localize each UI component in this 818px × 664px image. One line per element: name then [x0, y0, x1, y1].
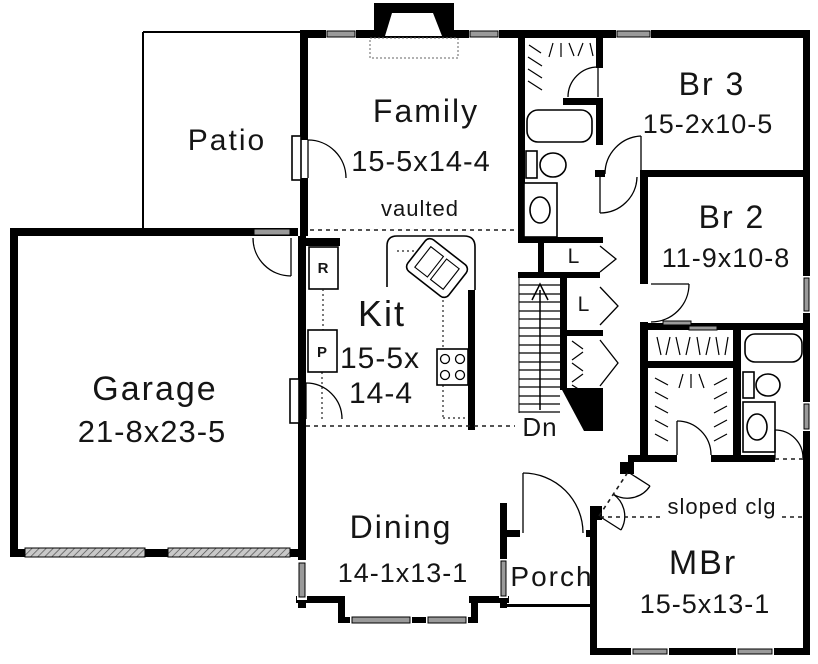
- window: [632, 648, 668, 655]
- window: [351, 616, 411, 624]
- pantry-label: P: [317, 344, 327, 361]
- patio-door: [291, 135, 347, 181]
- porch-label: Porch: [510, 561, 593, 592]
- walkin-closet-hatch: [654, 373, 728, 442]
- hall-closet-bifold-door: [599, 339, 619, 387]
- linen-closet-1-label: L: [568, 245, 581, 268]
- interior-walls: [300, 38, 810, 520]
- linen-closet-2-label: L: [578, 293, 591, 316]
- mbr-label: MBr: [669, 544, 737, 582]
- garage-door: [167, 547, 291, 558]
- patio-outline: [142, 31, 302, 229]
- pantry-box: [307, 329, 338, 373]
- hall-closet-hatch: [571, 340, 584, 391]
- windows: [253, 29, 811, 656]
- stairs: [518, 275, 560, 413]
- linen2-bifold-door: [599, 286, 619, 326]
- window: [616, 30, 651, 38]
- window: [803, 403, 810, 430]
- stairs-down-label: Dn: [522, 412, 557, 442]
- kitchen-counter: [386, 235, 476, 419]
- window: [737, 648, 773, 655]
- toilet: [539, 152, 567, 178]
- mbr-dims: 15-5x13-1: [640, 589, 771, 619]
- garage-kitchen-door: [289, 378, 343, 424]
- br2-closet-hatch: [656, 336, 729, 356]
- front-door: [522, 472, 584, 534]
- fireplace: [369, 3, 459, 59]
- mbr-note: sloped clg: [667, 494, 776, 519]
- br3-closet-door: [567, 66, 599, 98]
- refrigerator-box: [308, 246, 339, 420]
- br3-closet-hatch: [527, 42, 594, 91]
- toilet-tank: [742, 371, 755, 399]
- garage-label: Garage: [92, 370, 217, 408]
- br3-label: Br 3: [679, 66, 746, 102]
- walkin-closet-door: [676, 420, 712, 456]
- dining-dims: 14-1x13-1: [338, 558, 469, 588]
- family-dims: 15-5x14-4: [351, 146, 491, 178]
- br2-label: Br 2: [699, 199, 766, 235]
- family-label: Family: [373, 93, 479, 129]
- kitchen-label: Kit: [358, 293, 406, 334]
- br3-dims: 15-2x10-5: [643, 109, 774, 139]
- sink: [529, 196, 551, 224]
- bathtub: [526, 109, 593, 143]
- stairs-up-arrow: [531, 282, 549, 410]
- dashed-lines: [306, 229, 803, 518]
- br2-closet-sliding-door: [662, 320, 718, 331]
- garage-dims: 21-8x23-5: [78, 414, 227, 449]
- doors: [252, 66, 804, 534]
- mbr-entry-line: [598, 471, 629, 517]
- toilet-tank: [525, 150, 538, 179]
- hall-bathroom: [523, 109, 593, 238]
- window: [427, 616, 467, 624]
- linen1-bifold-door: [599, 245, 618, 273]
- dining-label: Dining: [350, 509, 453, 545]
- stair-base-wall: [561, 388, 603, 431]
- garage-service-door-threshold: [253, 228, 291, 236]
- family-note: vaulted: [381, 196, 459, 221]
- refrigerator-label: R: [318, 260, 329, 277]
- window: [500, 560, 507, 597]
- garage-service-door: [252, 237, 292, 277]
- br3-door: [604, 135, 642, 175]
- garage-doors: [24, 547, 291, 558]
- kitchen-sink: [405, 237, 469, 299]
- window: [469, 30, 499, 38]
- br2-dims: 11-9x10-8: [662, 243, 791, 273]
- mbr-double-doors: [598, 471, 651, 531]
- patio-label: Patio: [188, 124, 266, 157]
- sink: [746, 413, 768, 441]
- br2-door: [650, 283, 690, 323]
- window: [298, 562, 306, 598]
- annotation-labels: Dn L L R P: [317, 245, 591, 442]
- room-labels: Patio Family 15-5x14-4 vaulted Br 3 15-2…: [78, 66, 791, 619]
- closet-hatching: [527, 42, 729, 442]
- kitchen-dims-2: 14-4: [349, 377, 413, 410]
- window: [803, 277, 810, 312]
- hall-bath-door: [599, 176, 638, 214]
- garage-door: [24, 547, 146, 558]
- toilet: [755, 373, 781, 397]
- window: [326, 30, 356, 38]
- master-bathroom: [742, 333, 803, 453]
- exterior-walls: [10, 30, 810, 655]
- kitchen-dims-1: 15-5x: [340, 342, 420, 375]
- bathtub: [744, 333, 803, 363]
- master-bath-door: [774, 429, 804, 459]
- hearth: [369, 37, 459, 59]
- range: [436, 348, 469, 386]
